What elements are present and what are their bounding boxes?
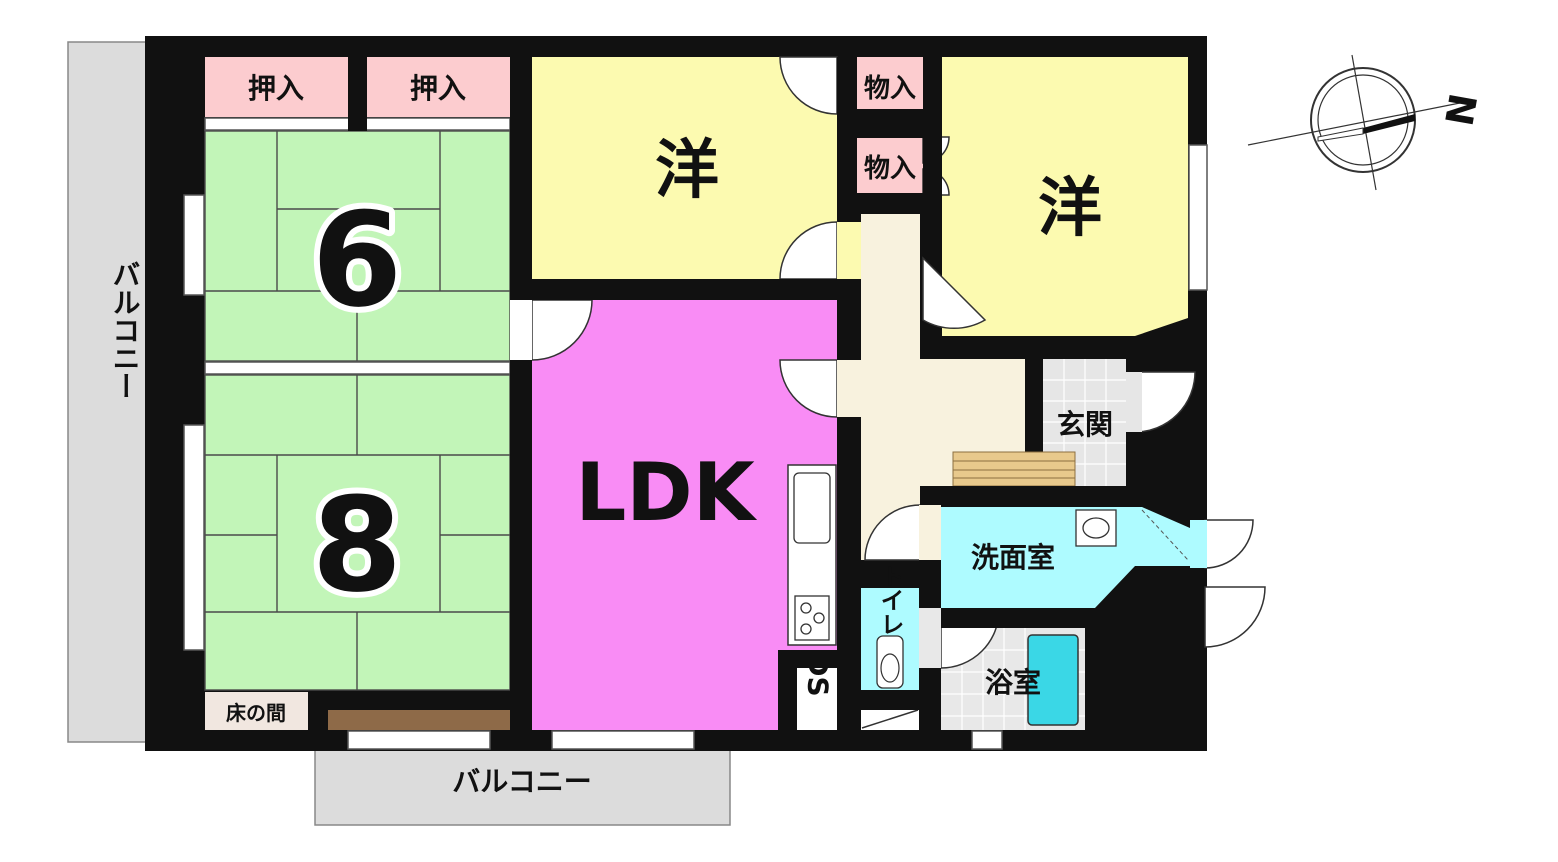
- label-tokonoma: 床の間: [226, 701, 286, 725]
- label-mono-1: 物入: [864, 74, 916, 104]
- label-yokushitsu: 浴室: [985, 666, 1041, 699]
- label-ldk: LDK: [575, 446, 757, 539]
- kitchen-counter: [787, 464, 837, 646]
- tokonoma-wood: [328, 710, 510, 730]
- yoshitsu-1-room: [532, 57, 837, 279]
- mono-1-fill: [857, 57, 923, 109]
- label-toilet: トイレ: [876, 564, 904, 636]
- label-oshiire-1: 押入: [248, 72, 304, 105]
- closet-1-fill: [205, 57, 348, 117]
- south-balcony: [314, 741, 731, 826]
- washbasin: [1075, 509, 1189, 561]
- label-senmen: 洗面室: [971, 541, 1055, 574]
- label-washitsu-6: 6: [312, 184, 402, 336]
- west-balcony: [67, 41, 159, 743]
- label-yo-2: 洋: [1038, 172, 1102, 246]
- closet-2-fill: [367, 57, 510, 117]
- ds-fill: [797, 668, 839, 730]
- toilet-fixture: [876, 635, 904, 689]
- tatami-8-mats: [204, 374, 511, 691]
- tokonoma-fill: [205, 692, 308, 730]
- label-yo-1: 洋: [655, 134, 719, 208]
- label-washitsu-8: 8: [312, 469, 402, 621]
- genkan-tiles: [1043, 359, 1126, 486]
- genkan-step: [952, 451, 1076, 487]
- label-oshiire-2: 押入: [410, 72, 466, 105]
- senmen-room: [941, 507, 1190, 608]
- label-balcony-south: バルコニー: [452, 765, 591, 798]
- mono-2-fill: [857, 138, 923, 193]
- bathtub: [1027, 634, 1079, 726]
- label-balcony-west: バルコニー: [109, 260, 142, 400]
- compass-label: N: [1438, 90, 1487, 129]
- inner-walls: [308, 57, 1142, 730]
- yoshitsu-2-room: [942, 57, 1188, 336]
- label-genkan: 玄関: [1057, 408, 1113, 441]
- compass-icon: N: [1247, 54, 1487, 191]
- label-mono-2: 物入: [864, 154, 916, 184]
- door-openings: [510, 222, 1207, 668]
